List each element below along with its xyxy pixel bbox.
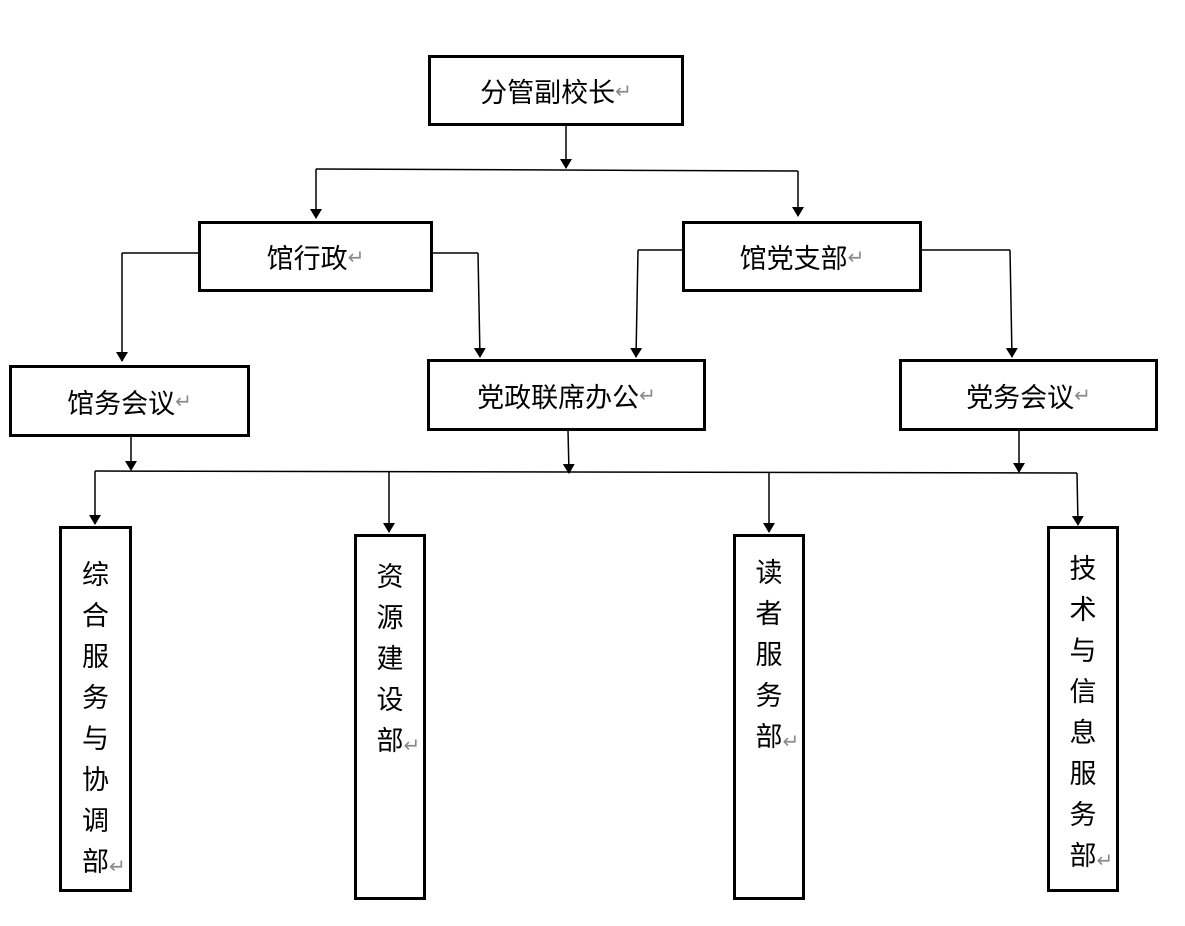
node-label: 馆党支部 bbox=[739, 244, 848, 275]
return-mark: ↵ bbox=[1074, 383, 1091, 407]
vertical-label-char: 者 bbox=[755, 599, 783, 631]
node-label: 党务会议 bbox=[966, 382, 1075, 414]
connector-to-party-meeting bbox=[1005, 249, 1018, 358]
node-vice-principal: 分管副校长↵ bbox=[428, 55, 684, 126]
return-mark: ↵ bbox=[175, 389, 192, 413]
vertical-label: 综合服务与协调部↵ bbox=[82, 555, 126, 883]
node-dept-reader: 读者服务部↵ bbox=[733, 534, 805, 900]
node-label: 馆务会议 bbox=[67, 388, 176, 420]
connector-admin-to-joint bbox=[473, 252, 486, 358]
vertical-label-char: 设 bbox=[376, 685, 404, 717]
connector-vp-horizontal bbox=[315, 168, 799, 172]
vertical-label-char: 务 bbox=[82, 683, 109, 715]
connector-dept-bus bbox=[94, 470, 1078, 474]
vertical-label-char: 协 bbox=[82, 765, 109, 797]
return-mark: ↵ bbox=[403, 732, 421, 757]
return-mark: ↵ bbox=[1096, 847, 1114, 872]
return-mark: ↵ bbox=[782, 728, 800, 753]
node-label: 馆行政 bbox=[266, 244, 348, 275]
vertical-label-char: 合 bbox=[82, 601, 109, 633]
vertical-label-char: 综 bbox=[82, 560, 109, 591]
return-mark: ↵ bbox=[347, 244, 365, 269]
node-library-meeting: 馆务会议↵ bbox=[9, 365, 250, 437]
node-label: 党政联席办公 bbox=[477, 382, 640, 414]
node-dept-resources: 资源建设部↵ bbox=[354, 534, 426, 900]
node-library-admin: 馆行政↵ bbox=[198, 221, 433, 292]
return-mark: ↵ bbox=[639, 383, 656, 407]
vertical-label: 技术与信息服务部↵ bbox=[1069, 549, 1114, 877]
vertical-label-char: 与 bbox=[1069, 636, 1097, 668]
vertical-label-char: 服 bbox=[82, 642, 109, 674]
node-dept-general: 综合服务与协调部↵ bbox=[59, 526, 132, 892]
vertical-label-char: 与 bbox=[82, 724, 109, 756]
vertical-label-char: 信 bbox=[1069, 677, 1097, 709]
node-label: 分管副校长 bbox=[480, 78, 616, 109]
vertical-label-char: 息 bbox=[1069, 718, 1097, 750]
vertical-label-char: 部↵ bbox=[756, 717, 800, 758]
vertical-label-char: 调 bbox=[82, 806, 109, 838]
node-party-meeting: 党务会议↵ bbox=[899, 359, 1158, 431]
vertical-label: 资源建设部↵ bbox=[376, 557, 421, 762]
vertical-label-char: 务 bbox=[1069, 800, 1097, 832]
vertical-label-char: 服 bbox=[755, 640, 783, 672]
vertical-label-char: 术 bbox=[1069, 595, 1097, 627]
connector-to-dept-tech bbox=[1071, 472, 1084, 526]
vertical-label-char: 资 bbox=[376, 562, 404, 593]
vertical-label-char: 服 bbox=[1069, 759, 1097, 791]
return-mark: ↵ bbox=[109, 853, 126, 878]
vertical-label-char: 部↵ bbox=[82, 842, 126, 883]
node-dept-tech: 技术与信息服务部↵ bbox=[1047, 526, 1119, 892]
vertical-label-char: 务 bbox=[755, 681, 783, 713]
vertical-label-char: 部↵ bbox=[377, 721, 421, 762]
return-mark: ↵ bbox=[847, 244, 865, 269]
node-party-branch: 馆党支部↵ bbox=[682, 221, 922, 292]
vertical-label-char: 建 bbox=[376, 644, 404, 676]
node-joint-office: 党政联席办公↵ bbox=[427, 359, 706, 431]
vertical-label: 读者服务部↵ bbox=[755, 553, 800, 758]
vertical-label-char: 读 bbox=[755, 558, 783, 589]
vertical-label-char: 技 bbox=[1069, 554, 1097, 585]
vertical-label-char: 部↵ bbox=[1070, 836, 1114, 877]
connector-branch-to-joint bbox=[630, 249, 643, 358]
return-mark: ↵ bbox=[615, 78, 632, 103]
vertical-label-char: 源 bbox=[376, 603, 404, 635]
connector-joint-down bbox=[562, 429, 575, 474]
